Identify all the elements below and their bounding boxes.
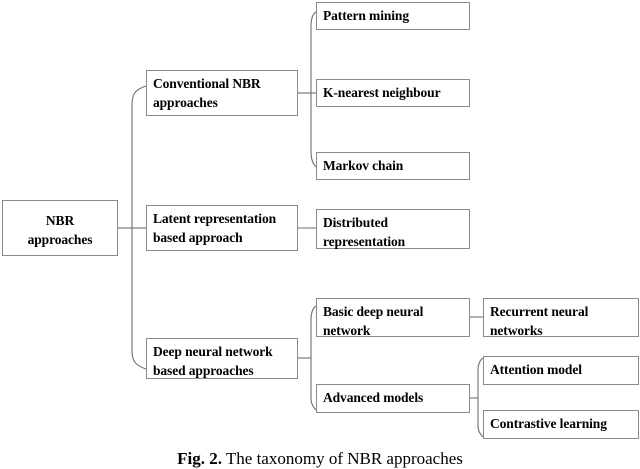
figure-caption-label: Fig. 2.: [177, 449, 222, 468]
figure-caption-text: The taxonomy of NBR approaches: [221, 449, 463, 468]
node-recurrent-neural-networks-label: Recurrent neural networks: [490, 304, 589, 338]
connector-conventional-to-markov: [310, 151, 317, 168]
node-nbr-approaches[interactable]: NBR approaches: [2, 200, 118, 256]
node-contrastive-learning[interactable]: Contrastive learning: [483, 410, 639, 439]
figure-caption: Fig. 2. The taxonomy of NBR approaches: [0, 449, 640, 469]
node-advanced-models-label: Advanced models: [323, 390, 424, 405]
node-markov-chain[interactable]: Markov chain: [316, 152, 470, 180]
node-distributed-representation[interactable]: Distributed representation: [316, 209, 470, 249]
connector-deep-to-advanced: [310, 396, 317, 411]
connector-advanced-to-contrastive: [477, 424, 484, 438]
node-advanced-models[interactable]: Advanced models: [316, 384, 470, 413]
node-latent-representation-based-approach-label: Latent representation based approach: [153, 211, 277, 245]
node-attention-model[interactable]: Attention model: [483, 356, 639, 385]
node-nbr-approaches-label: NBR approaches: [27, 212, 93, 247]
node-k-nearest-neighbour[interactable]: K-nearest neighbour: [316, 79, 470, 107]
node-basic-deep-neural-network-label: Basic deep neural network: [323, 304, 424, 338]
node-contrastive-learning-label: Contrastive learning: [490, 416, 607, 431]
node-pattern-mining-label: Pattern mining: [323, 8, 409, 23]
node-distributed-representation-label: Distributed representation: [323, 215, 406, 249]
node-latent-representation-based-approach[interactable]: Latent representation based approach: [146, 205, 298, 251]
connector-advanced-to-attention: [477, 357, 484, 372]
connector-deep-to-basic: [310, 305, 317, 321]
node-deep-neural-network-based-approaches[interactable]: Deep neural network based approaches: [146, 338, 298, 379]
node-recurrent-neural-networks[interactable]: Recurrent neural networks: [483, 298, 639, 338]
connector-trunk-to-deep: [131, 349, 147, 370]
node-deep-neural-network-based-approaches-label: Deep neural network based approaches: [153, 344, 273, 378]
node-conventional-nbr-approaches-label: Conventional NBR approaches: [153, 76, 261, 110]
node-markov-chain-label: Markov chain: [323, 158, 404, 173]
node-k-nearest-neighbour-label: K-nearest neighbour: [323, 85, 441, 100]
node-basic-deep-neural-network[interactable]: Basic deep neural network: [316, 298, 470, 338]
node-conventional-nbr-approaches[interactable]: Conventional NBR approaches: [146, 70, 298, 116]
node-attention-model-label: Attention model: [490, 362, 582, 377]
connector-trunk-to-conventional: [131, 85, 147, 106]
connector-conventional-to-pattern-mining: [310, 11, 317, 27]
node-pattern-mining[interactable]: Pattern mining: [316, 2, 470, 30]
